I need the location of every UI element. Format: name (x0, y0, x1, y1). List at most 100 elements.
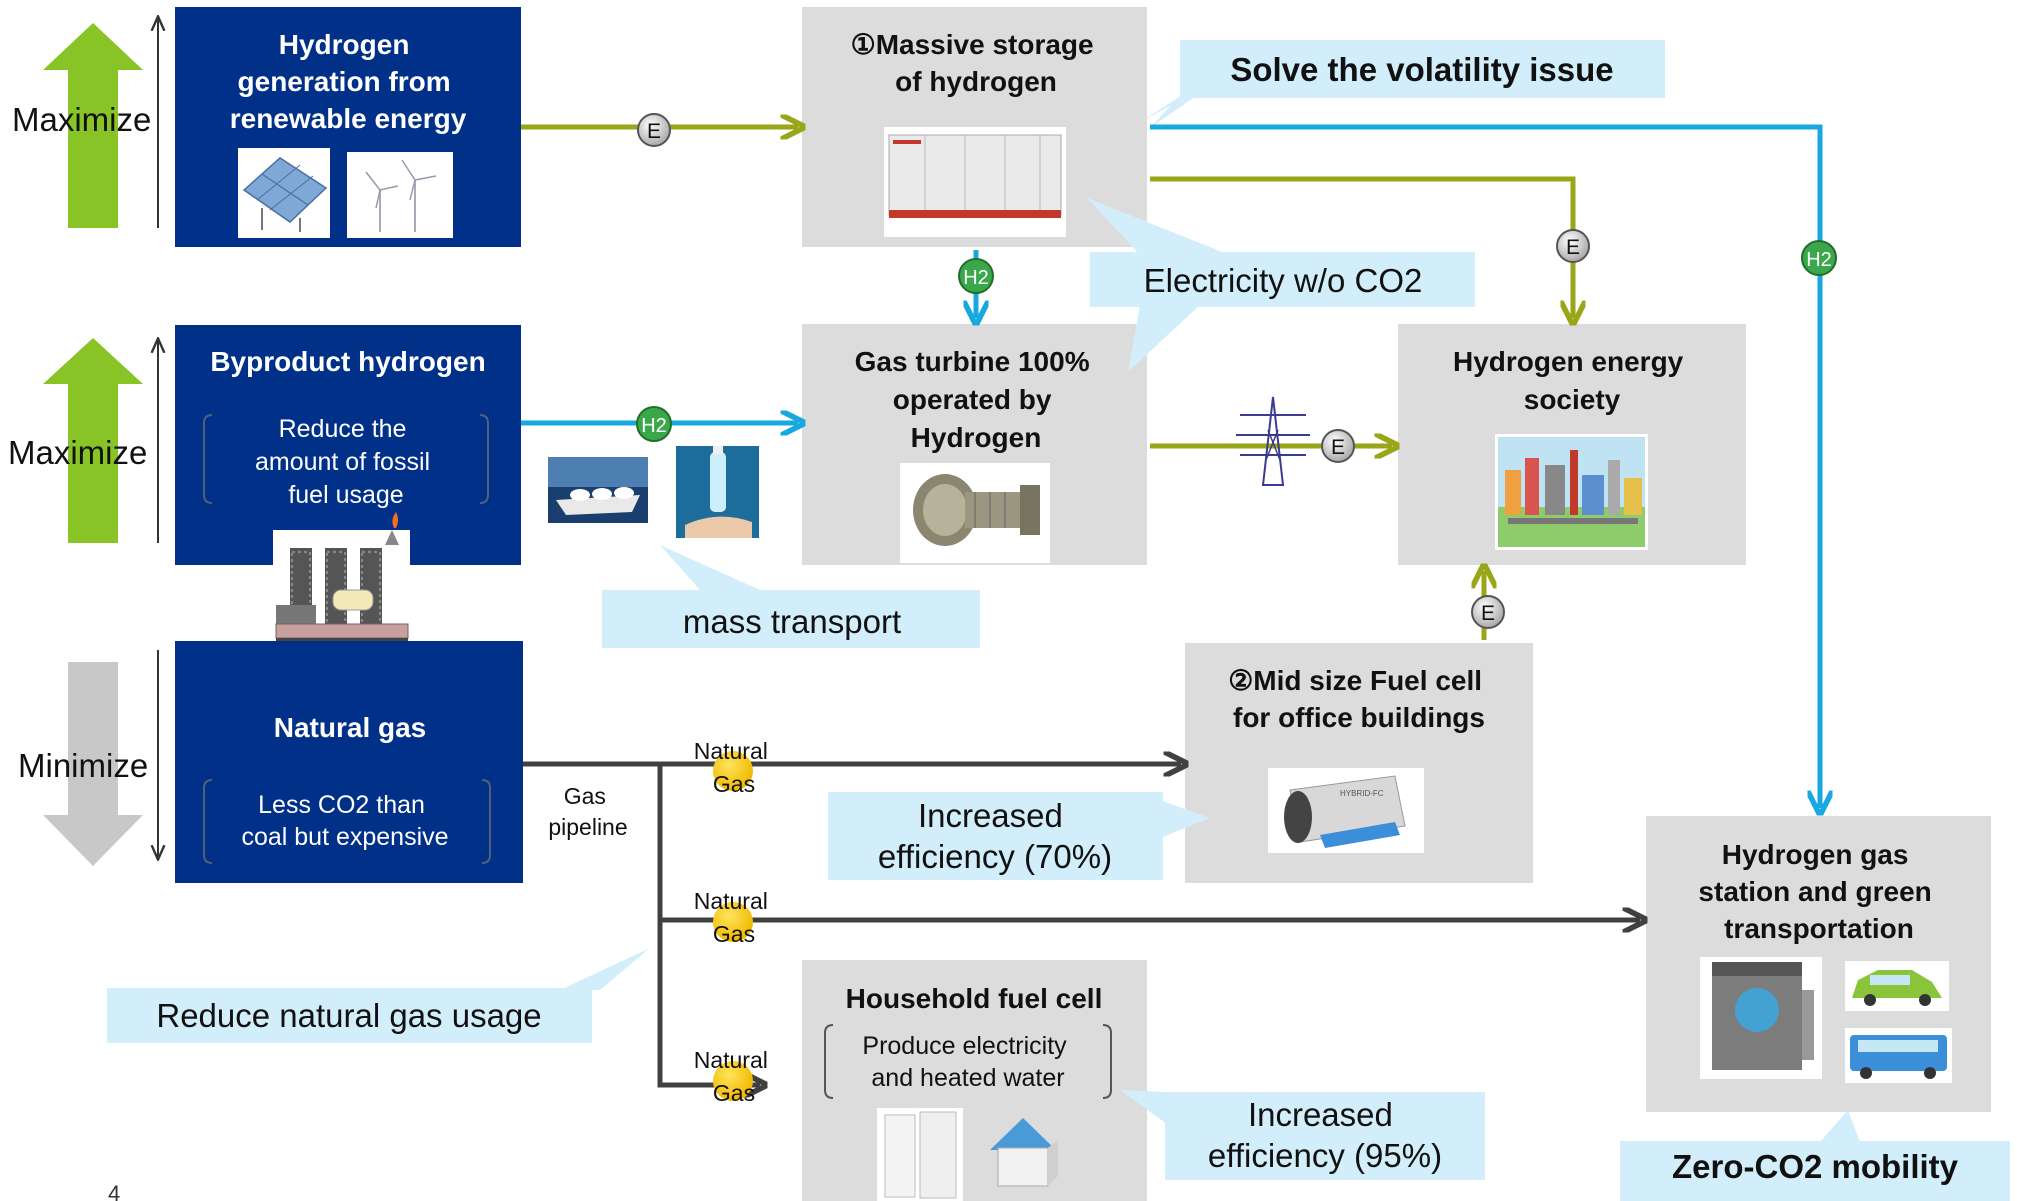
office-fc-title-line-1: ②Mid size Fuel cell (1228, 665, 1482, 696)
byproduct-desc-line-2: amount of fossil (255, 448, 430, 476)
household-desc-line-1: Produce electricity (862, 1032, 1067, 1060)
svg-text:E: E (1481, 602, 1495, 625)
svg-text:Reduce the amount of fos: Reduce the amount of fossil fuel usage (255, 415, 437, 509)
svg-text:Increased efficiency (70: Increased efficiency (70%) (878, 797, 1112, 875)
mass-transport-callout: mass transport (602, 545, 980, 648)
turbine-title-line-1: Gas turbine 100% (855, 346, 1090, 377)
storage-title-line-2: of hydrogen (895, 66, 1057, 97)
natural-gas-badge-1: Natural Gas (694, 738, 775, 797)
svg-text:Less CO2 than coal but e: Less CO2 than coal but expensive (241, 791, 448, 851)
electricity-callout: Electricity w/o CO2 (1087, 198, 1475, 372)
volatility-text: Solve the volatility issue (1230, 51, 1613, 88)
society-title-line-2: society (1524, 384, 1621, 415)
maximize-label-2: Maximize (8, 434, 147, 471)
minimize-arrow (43, 662, 143, 866)
storage-title-line-1: ①Massive storage (851, 29, 1094, 60)
maximize-arrow-1 (43, 23, 143, 228)
pipeline-label-line-1: Gas (564, 783, 606, 809)
svg-text:Gas turbine 100% operate: Gas turbine 100% operated by Hydrogen (855, 346, 1098, 453)
household-desc-line-2: and heated water (871, 1064, 1064, 1092)
byproduct-title: Byproduct hydrogen (210, 346, 485, 377)
electricity-badge-2: E (1556, 229, 1590, 263)
household-title: Household fuel cell (846, 983, 1103, 1014)
natural-gas-desc-line-1: Less CO2 than (258, 791, 425, 819)
station-title-line-2: station and green (1698, 876, 1931, 907)
hydrogen-storage-unit-icon (884, 127, 1066, 237)
electricity-badge-4: E (1471, 595, 1505, 629)
office-fc-title-line-2: for office buildings (1233, 702, 1485, 733)
household-fuel-cell-node: Household fuel cell Produce electricity … (802, 960, 1147, 1201)
natural-gas-title: Natural gas (274, 712, 427, 743)
natural-gas-badge-2: Natural Gas (694, 888, 775, 947)
svg-text:E: E (647, 120, 661, 143)
flow-storage-to-society (1150, 176, 1573, 318)
svg-text:HYBRID-FC: HYBRID-FC (1340, 789, 1384, 798)
maximize-arrow-2 (43, 338, 143, 543)
byproduct-desc-line-1: Reduce the (279, 415, 407, 443)
efficiency-70-callout: Increased efficiency (70%) (828, 792, 1210, 880)
renewable-title-line-2: generation from (238, 66, 451, 97)
green-car-icon (1845, 961, 1949, 1011)
reduce-gas-text: Reduce natural gas usage (156, 997, 541, 1034)
lng-ship-icon (548, 457, 648, 523)
power-pylon-icon (1236, 396, 1310, 486)
society-node: Hydrogen energy society (1398, 324, 1746, 565)
hydrogen-bottle-icon (676, 446, 759, 538)
svg-text:Natural Gas: Natural Gas (694, 888, 775, 947)
zero-co2-callout: Zero-CO2 mobility (1620, 1110, 2010, 1201)
society-title-line-1: Hydrogen energy (1453, 346, 1684, 377)
hydrogen-badge-2: H2 (636, 406, 672, 442)
eff70-line-2: efficiency (70%) (878, 838, 1112, 875)
efficiency-95-callout: Increased efficiency (95%) (1120, 1090, 1485, 1180)
minimize-label: Minimize (18, 747, 148, 784)
wind-turbine-icon (347, 152, 453, 238)
svg-text:Hydrogen generation from: Hydrogen generation from renewable energ… (230, 29, 467, 134)
turbine-title-line-2: operated by (893, 384, 1052, 415)
station-title-line-1: Hydrogen gas (1722, 839, 1909, 870)
svg-text:E: E (1331, 436, 1345, 459)
hydrogen-station-icon (1700, 957, 1822, 1079)
office-fuel-cell-node: ②Mid size Fuel cell for office buildings… (1185, 643, 1533, 883)
svg-text:Produce electricity and: Produce electricity and heated water (862, 1032, 1073, 1092)
svg-text:①Massive storage of hydr: ①Massive storage of hydrogen (851, 29, 1102, 97)
reduce-gas-callout: Reduce natural gas usage (107, 948, 650, 1043)
mass-transport-text: mass transport (683, 603, 901, 640)
eff70-line-1: Increased (918, 797, 1063, 834)
electricity-badge-1: E (637, 113, 671, 147)
svg-text:H2: H2 (1806, 249, 1832, 271)
maximize-label-1: Maximize (12, 101, 151, 138)
household-fuel-cell-icon (877, 1108, 963, 1201)
byproduct-source-box: Byproduct hydrogen Reduce the amount of … (175, 325, 521, 565)
svg-text:Hydrogen gas station and: Hydrogen gas station and green transport… (1698, 839, 1939, 944)
svg-text:Gas pipeline: Gas pipeline (548, 783, 627, 840)
flow-storage-to-station (1150, 124, 1820, 808)
svg-text:Natural Gas: Natural Gas (694, 738, 775, 797)
turbine-title-line-3: Hydrogen (911, 422, 1042, 453)
svg-text:H2: H2 (963, 267, 989, 289)
natural-gas-desc-line-2: coal but expensive (241, 823, 448, 851)
pipeline-label-line-2: pipeline (548, 814, 627, 840)
bus-icon (1845, 1028, 1952, 1083)
city-skyline-icon (1495, 434, 1648, 550)
gas-turbine-icon (900, 463, 1050, 563)
electricity-badge-3: E (1321, 429, 1355, 463)
byproduct-desc-line-3: fuel usage (288, 481, 403, 509)
volatility-callout: Solve the volatility issue (1140, 40, 1665, 128)
eff95-line-2: efficiency (95%) (1208, 1137, 1442, 1174)
eff95-line-1: Increased (1248, 1096, 1393, 1133)
zero-co2-text: Zero-CO2 mobility (1672, 1148, 1959, 1185)
svg-text:Natural Gas: Natural Gas (694, 1047, 775, 1106)
hydrogen-badge-1: H2 (958, 258, 994, 294)
svg-text:H2: H2 (641, 415, 667, 437)
storage-node: ①Massive storage of hydrogen (802, 7, 1147, 247)
fuel-cell-unit-icon: HYBRID-FC (1268, 768, 1424, 853)
svg-text:E: E (1566, 236, 1580, 259)
renewable-title-line-1: Hydrogen (279, 29, 410, 60)
solar-panel-icon (238, 148, 330, 238)
natural-gas-source-box: Natural gas Less CO2 than coal but expen… (175, 641, 523, 883)
svg-text:Increased efficiency (95: Increased efficiency (95%) (1208, 1096, 1442, 1174)
natural-gas-badge-3: Natural Gas (694, 1047, 775, 1106)
renewable-source-box: Hydrogen generation from renewable energ… (175, 7, 521, 247)
